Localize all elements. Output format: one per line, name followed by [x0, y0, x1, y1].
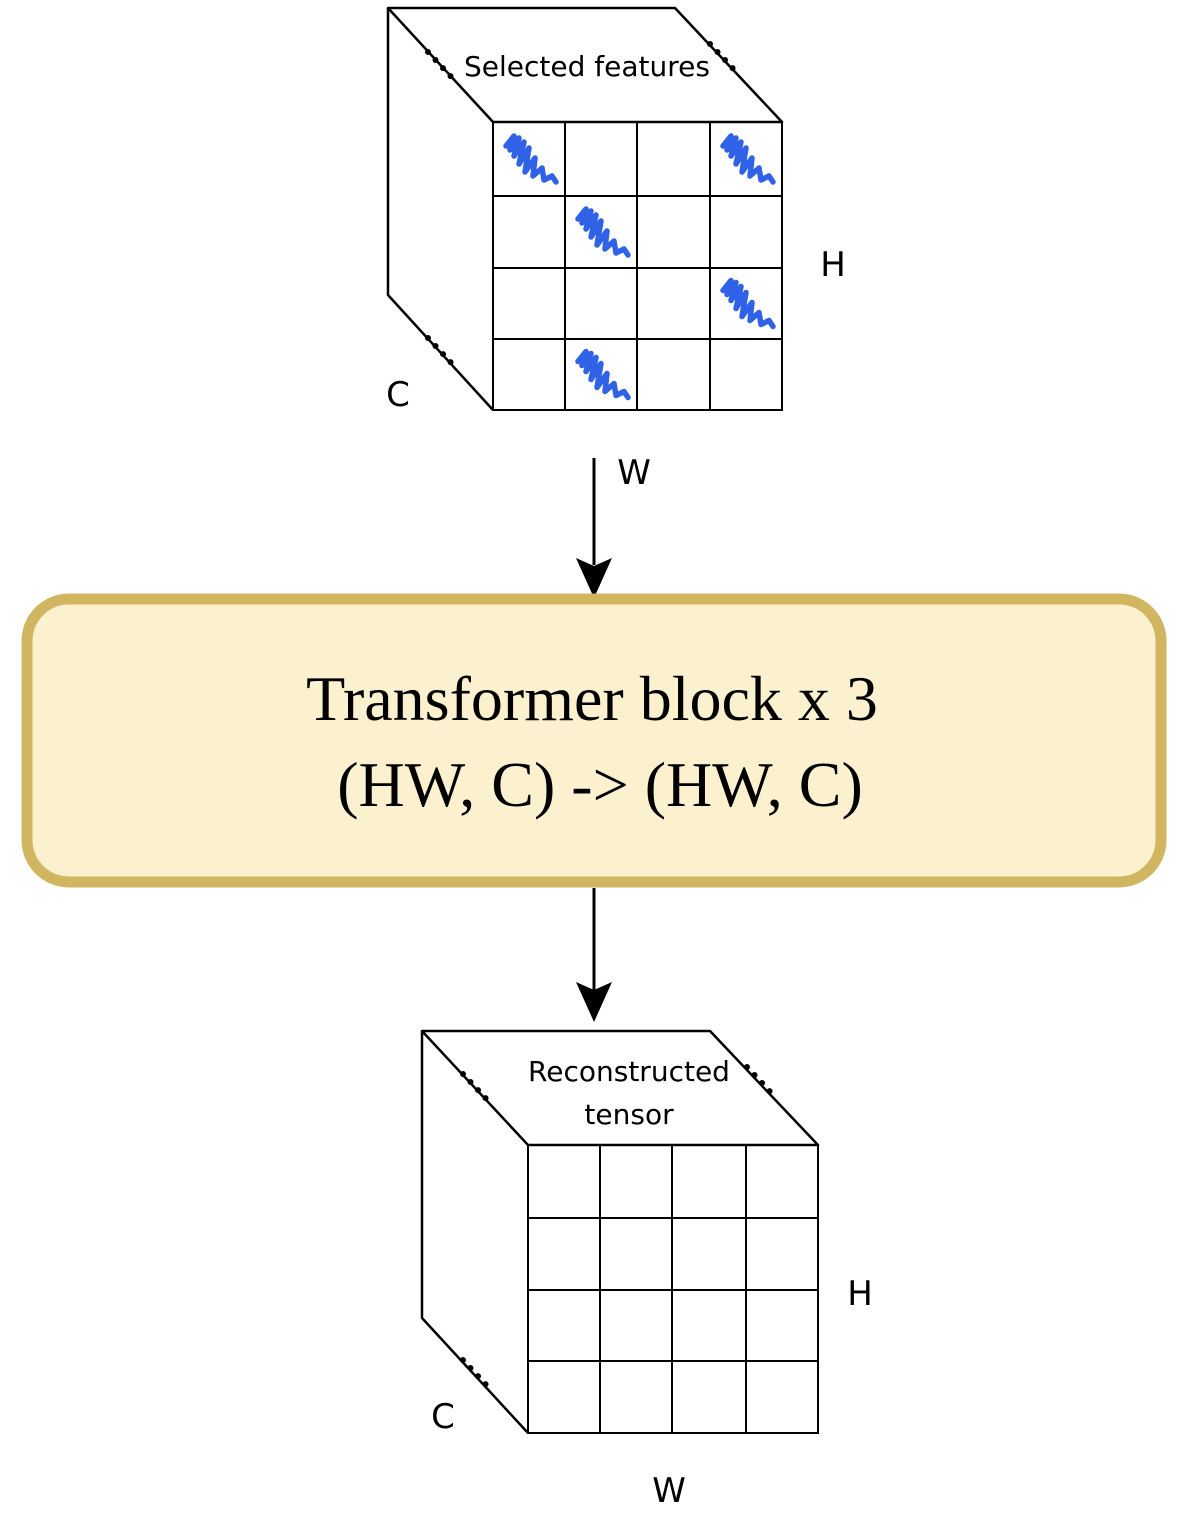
bottom-tensor-depth-dots-bottom — [460, 1357, 495, 1394]
bottom-tensor-side-face — [420, 1031, 529, 1434]
top-tensor-label-w: W — [617, 453, 651, 493]
bottom-tensor-depth-dots-right — [744, 1064, 780, 1102]
top-tensor-front-grid — [492, 121, 783, 411]
arrow-head — [576, 558, 612, 598]
bottom-tensor: Reconstructed tensor H C W — [420, 1029, 873, 1511]
arrow-to-reconstructed — [576, 888, 612, 1022]
bottom-tensor-front-grid — [527, 1144, 819, 1434]
top-tensor-depth-dots-bottom — [425, 335, 460, 372]
selected-feature-marker — [578, 352, 628, 398]
bottom-tensor-depth-dots-left — [460, 1071, 495, 1108]
transformer-block-shape: (HW, C) -> (HW, C) — [337, 749, 863, 820]
bottom-tensor-label-h: H — [847, 1274, 873, 1314]
selected-feature-marker — [723, 136, 773, 182]
top-tensor-depth-dots-right — [707, 41, 743, 79]
selected-feature-marker — [506, 136, 556, 182]
transformer-block-box — [21, 593, 1167, 888]
selected-feature-markers — [506, 136, 773, 398]
transformer-block: Transformer block x 3 (HW, C) -> (HW, C) — [21, 593, 1167, 888]
transformer-block-title: Transformer block x 3 — [306, 663, 878, 734]
selected-feature-marker — [578, 209, 628, 255]
top-tensor-title: Selected features — [464, 50, 710, 83]
top-tensor-label-h: H — [820, 245, 846, 285]
bottom-tensor-label-c: C — [431, 1397, 455, 1437]
arrow-to-transformer — [576, 458, 612, 598]
bottom-tensor-title-line1: Reconstructed — [528, 1055, 730, 1088]
bottom-tensor-label-w: W — [652, 1471, 686, 1511]
selected-feature-marker — [723, 281, 773, 327]
bottom-tensor-title-line2: tensor — [584, 1098, 674, 1131]
top-tensor-side-face — [386, 8, 494, 411]
top-tensor-depth-dots-left — [425, 49, 459, 85]
top-tensor: Selected features H C W — [386, 6, 846, 493]
arrow-head — [576, 982, 612, 1022]
top-tensor-label-c: C — [386, 375, 410, 415]
